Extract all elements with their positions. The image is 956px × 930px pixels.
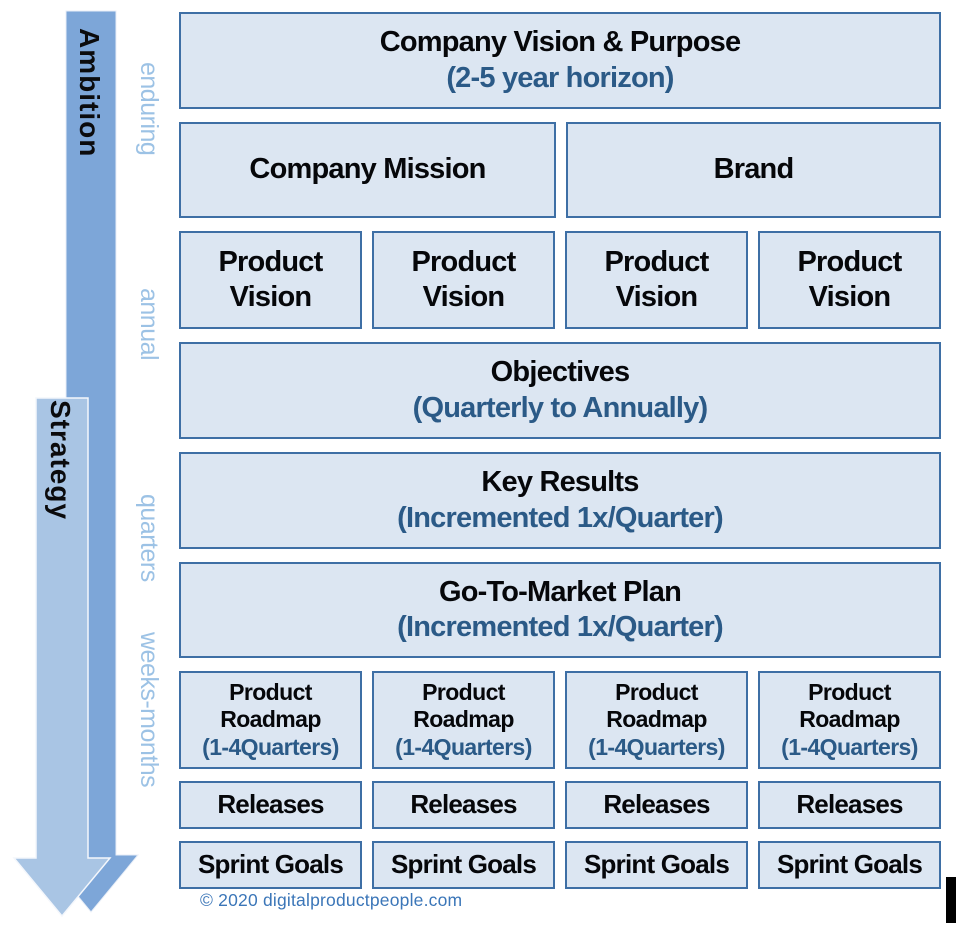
box-title: Releases <box>603 789 710 820</box>
box-company-vision-purpose: Company Vision & Purpose (2-5 year horiz… <box>179 12 941 109</box>
box-title: Company Vision & Purpose <box>379 26 741 59</box>
timeframe-label-weeks-months: weeks-months <box>135 632 163 788</box>
box-product-roadmap-1: Product Roadmap (1-4Quarters) <box>179 671 362 769</box>
box-sprint-goals-2: Sprint Goals <box>372 841 555 889</box>
box-key-results: Key Results (Incremented 1x/Quarter) <box>179 452 941 549</box>
box-title: Product <box>808 678 891 705</box>
ambition-strategy-arrows <box>12 10 140 918</box>
ambition-arrow-label: Ambition <box>74 28 105 158</box>
box-go-to-market: Go-To-Market Plan (Incremented 1x/Quarte… <box>179 562 941 658</box>
timeframe-label-enduring: enduring <box>135 62 163 156</box>
box-product-vision-2: Product Vision <box>372 231 555 329</box>
box-releases-2: Releases <box>372 781 555 829</box>
box-product-vision-4: Product Vision <box>758 231 941 329</box>
box-subtitle: (1-4Quarters) <box>781 733 918 760</box>
box-title: Vision <box>808 281 892 313</box>
box-title: Product <box>615 678 698 705</box>
box-title: Product <box>411 245 517 278</box>
box-title: Releases <box>796 789 903 820</box>
box-title: Key Results <box>481 466 639 499</box>
box-title: Roadmap <box>606 706 707 733</box>
box-sprint-goals-1: Sprint Goals <box>179 841 362 889</box>
box-sprint-goals-3: Sprint Goals <box>565 841 748 889</box>
box-brand: Brand <box>566 122 941 218</box>
box-subtitle: (1-4Quarters) <box>202 733 339 760</box>
timeframe-label-quarters: quarters <box>135 494 163 582</box>
box-subtitle: (Quarterly to Annually) <box>412 391 709 424</box>
box-product-vision-1: Product Vision <box>179 231 362 329</box>
box-product-roadmap-4: Product Roadmap (1-4Quarters) <box>758 671 941 769</box>
box-title: Sprint Goals <box>777 849 923 880</box>
box-company-mission: Company Mission <box>179 122 556 218</box>
box-releases-1: Releases <box>179 781 362 829</box>
box-product-roadmap-2: Product Roadmap (1-4Quarters) <box>372 671 555 769</box>
footer-copyright: © 2020 digitalproductpeople.com <box>200 890 463 910</box>
box-title: Releases <box>410 789 517 820</box>
box-title: Sprint Goals <box>584 849 730 880</box>
box-title: Company Mission <box>249 153 486 186</box>
box-title: Product <box>604 245 710 278</box>
strategy-arrow-shape <box>12 397 112 918</box>
box-title: Product <box>218 245 324 278</box>
box-title: Product <box>422 678 505 705</box>
box-title: Vision <box>422 281 506 313</box>
box-releases-4: Releases <box>758 781 941 829</box>
box-title: Roadmap <box>413 706 514 733</box>
box-objectives: Objectives (Quarterly to Annually) <box>179 342 941 439</box>
box-subtitle: (1-4Quarters) <box>588 733 725 760</box>
box-subtitle: (Incremented 1x/Quarter) <box>397 501 723 534</box>
box-subtitle: (2-5 year horizon) <box>446 61 674 94</box>
strategy-arrow-label: Strategy <box>45 400 76 521</box>
box-product-roadmap-3: Product Roadmap (1-4Quarters) <box>565 671 748 769</box>
box-title: Roadmap <box>220 706 321 733</box>
box-title: Releases <box>217 789 324 820</box>
box-title: Brand <box>713 153 795 186</box>
box-title: Go-To-Market Plan <box>438 575 682 608</box>
box-title: Product <box>797 245 903 278</box>
box-releases-3: Releases <box>565 781 748 829</box>
box-sprint-goals-4: Sprint Goals <box>758 841 941 889</box>
box-title: Objectives <box>490 356 630 389</box>
black-marker-bar <box>946 877 956 923</box>
box-title: Vision <box>615 281 699 313</box>
box-title: Product <box>229 678 312 705</box>
box-product-vision-3: Product Vision <box>565 231 748 329</box>
box-title: Vision <box>229 281 313 313</box>
timeframe-label-annual: annual <box>135 288 163 361</box>
box-title: Roadmap <box>799 706 900 733</box>
box-title: Sprint Goals <box>391 849 537 880</box>
box-subtitle: (Incremented 1x/Quarter) <box>397 611 723 643</box>
box-subtitle: (1-4Quarters) <box>395 733 532 760</box>
box-title: Sprint Goals <box>198 849 344 880</box>
